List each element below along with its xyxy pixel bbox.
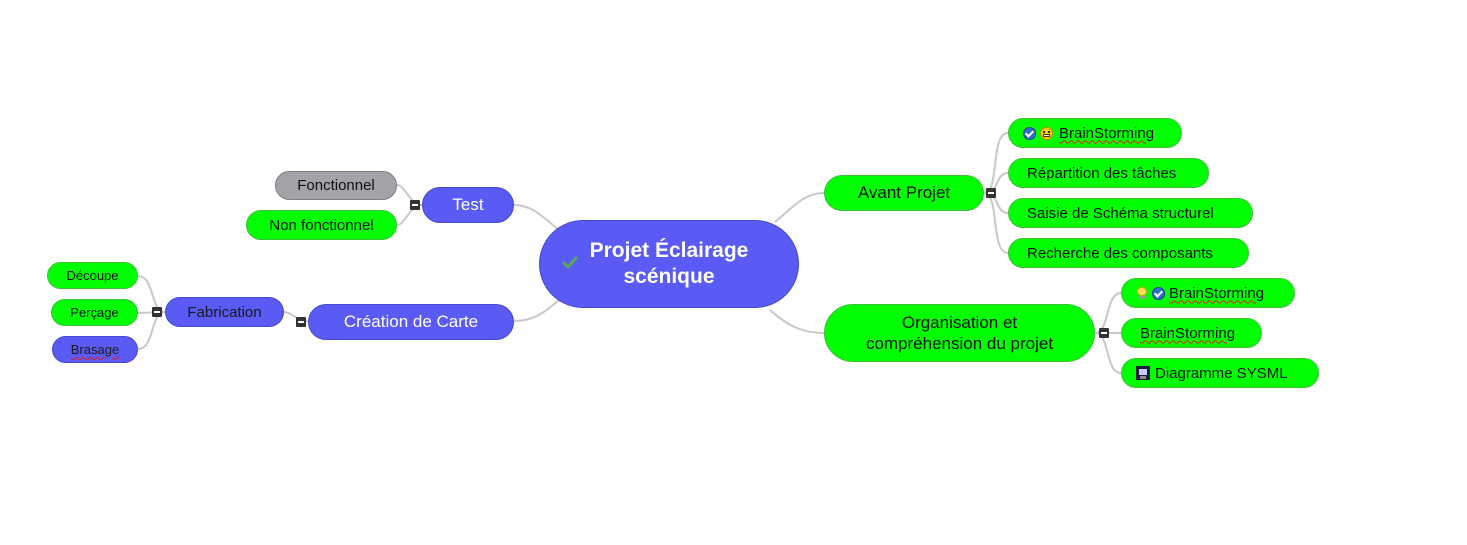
creation-carte-label: Création de Carte — [343, 312, 479, 331]
brainstorming-node-avant[interactable]: BrainStorming — [1008, 118, 1182, 148]
test-label: Test — [452, 195, 484, 214]
diagramme-sysml-label: Diagramme SYSML — [1155, 364, 1288, 382]
non-fonctionnel-label: Non fonctionnel — [269, 216, 374, 234]
smiley-icon — [1040, 126, 1053, 140]
brasage-node[interactable]: Brasage — [52, 336, 138, 363]
avant-projet-label: Avant Projet — [857, 183, 951, 202]
collapse-toggle-test[interactable] — [410, 200, 420, 210]
fonctionnel-node[interactable]: Fonctionnel — [275, 171, 397, 200]
avant-projet-node[interactable]: Avant Projet — [824, 175, 984, 211]
link-org-brain1 — [1094, 292, 1122, 334]
lightbulb-icon — [1136, 286, 1148, 300]
fabrication-label: Fabrication — [187, 303, 262, 321]
percage-node[interactable]: Perçage — [51, 299, 138, 326]
link-fab-brasage — [137, 311, 166, 350]
repartition-label: Répartition des tâches — [1027, 164, 1177, 182]
check-icon — [1023, 126, 1036, 140]
organisation-label-line2: compréhension du projet — [865, 334, 1054, 353]
test-node[interactable]: Test — [422, 187, 514, 223]
creation-carte-node[interactable]: Création de Carte — [308, 304, 514, 340]
link-root-organisation — [769, 309, 825, 334]
repartition-node[interactable]: Répartition des tâches — [1008, 158, 1209, 188]
fonctionnel-label: Fonctionnel — [297, 177, 375, 194]
brainstorming-label: BrainStorming — [1140, 324, 1236, 342]
saisie-schema-label: Saisie de Schéma structurel — [1027, 204, 1214, 222]
collapse-toggle-avant[interactable] — [986, 188, 996, 198]
organisation-label-line1: Organisation et — [901, 313, 1018, 332]
fabrication-node[interactable]: Fabrication — [165, 297, 284, 327]
brainstorming-label: BrainStorming — [1169, 284, 1265, 302]
brainstorming-node-org-1[interactable]: BrainStorming — [1121, 278, 1295, 308]
diagramme-sysml-node[interactable]: Diagramme SYSML — [1121, 358, 1319, 388]
saisie-schema-node[interactable]: Saisie de Schéma structurel — [1008, 198, 1253, 228]
robot-icon — [1136, 366, 1150, 380]
collapse-toggle-creation[interactable] — [296, 317, 306, 327]
root-title-line2: scénique — [623, 265, 715, 288]
non-fonctionnel-node[interactable]: Non fonctionnel — [246, 210, 397, 240]
brasage-label: Brasage — [70, 342, 120, 357]
collapse-toggle-organisation[interactable] — [1099, 328, 1109, 338]
brainstorming-node-org-2[interactable]: BrainStorming — [1121, 318, 1262, 348]
decoupe-node[interactable]: Découpe — [47, 262, 138, 289]
root-title-line1: Projet Éclairage — [589, 239, 749, 262]
root-node[interactable]: Projet Éclairage scénique — [539, 220, 799, 308]
brainstorming-label: BrainStorming — [1059, 124, 1155, 142]
organisation-node[interactable]: Organisation et compréhension du projet — [824, 304, 1095, 362]
check-icon — [1152, 286, 1165, 300]
link-root-avant — [774, 192, 825, 223]
percage-label: Perçage — [70, 305, 119, 320]
link-org-sysml — [1094, 332, 1122, 374]
check-icon — [562, 256, 578, 269]
decoupe-label: Découpe — [66, 268, 119, 283]
collapse-toggle-fabrication[interactable] — [152, 307, 162, 317]
recherche-composants-label: Recherche des composants — [1027, 244, 1213, 262]
recherche-composants-node[interactable]: Recherche des composants — [1008, 238, 1249, 268]
